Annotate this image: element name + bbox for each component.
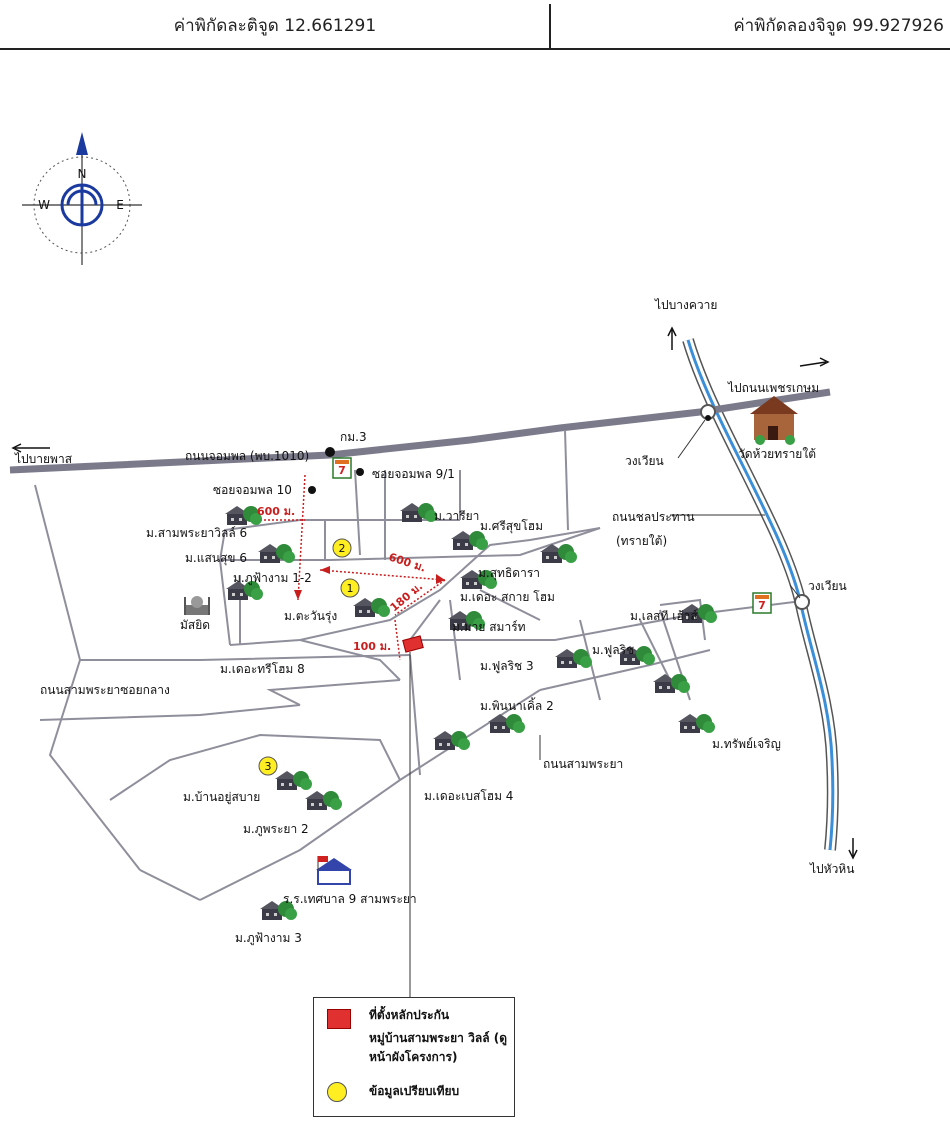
- roundabout-point-icon: [705, 415, 711, 421]
- village-icon: [555, 649, 592, 668]
- distance-100: 100 ม.: [353, 640, 391, 653]
- label-to-hua-hin: ไปหัวหิน: [809, 862, 854, 876]
- legend-comparable-swatch: [327, 1082, 347, 1102]
- label-m-srisuk-home: ม.ศรีสุขโฮม: [480, 519, 543, 534]
- label-soi-chomphon-9-1: ซอยจอมพล 9/1: [372, 467, 455, 481]
- label-m-full-rich: ม.ฟูลริช: [592, 643, 634, 658]
- village-icon: [451, 531, 488, 550]
- label-school: ร.ร.เทศบาล 9 สามพระยา: [283, 892, 417, 906]
- mosque-icon: [184, 596, 210, 615]
- svg-text:2: 2: [339, 542, 346, 555]
- svg-text:3: 3: [265, 760, 272, 773]
- seven-eleven-icon: [332, 457, 352, 479]
- village-icon: [400, 503, 437, 522]
- compass-west-label: W: [38, 198, 50, 212]
- compass-north-label: N: [78, 167, 87, 181]
- label-mosque: มัสยิด: [180, 618, 210, 632]
- legend-project-label: หมู่บ้านสามพระยา วิลล์ (ดูหน้าผังโครงการ…: [369, 1031, 507, 1064]
- arrow-right-icon: [799, 361, 827, 367]
- label-m-phufangam-3: ม.ภูฟ้างาม 3: [235, 931, 302, 946]
- temple-icon: [750, 396, 798, 445]
- north-arrow-icon: [76, 132, 88, 155]
- label-road-chomphon: ถนนจอมพล (พบ.1010): [185, 449, 309, 463]
- map-legend: ที่ตั้งหลักประกัน หมู่บ้านสามพระยา วิลล์…: [313, 997, 515, 1117]
- seven-eleven-icon: [752, 592, 772, 614]
- soi-point-icon: [356, 468, 364, 476]
- header-divider: [549, 4, 551, 48]
- latitude-value: ค่าพิกัดละติจูด 12.661291: [173, 16, 377, 36]
- label-m-my-smart: ม.มาย สมาร์ท: [452, 620, 526, 634]
- label-m-the-sky-home: ม.เดอะ สกาย โฮม: [460, 590, 555, 604]
- direction-arrows: [11, 326, 858, 860]
- soi-point-icon: [308, 486, 316, 494]
- roundabout-icon: [794, 594, 810, 610]
- school-icon: [316, 856, 352, 885]
- road-network: [34, 429, 811, 901]
- label-m-the-best-home-4: ม.เดอะเบสโฮม 4: [424, 789, 513, 803]
- label-road-sampraya: ถนนสามพระยา: [543, 757, 623, 771]
- label-to-bang-khwai: ไปบางควาย: [654, 298, 717, 312]
- label-m-sampraya-villa-6: ม.สามพระยาวิลล์ 6: [146, 526, 247, 540]
- village-icon: [653, 674, 690, 693]
- label-wongwian-2: วงเวียน: [808, 579, 847, 593]
- label-m-waraya: ม.วารียา: [434, 509, 479, 523]
- village-icon: [353, 598, 390, 617]
- coordinate-header: ค่าพิกัดละติจูด 12.661291 ค่าพิกัดลองจิจ…: [0, 0, 950, 50]
- village-icon: [305, 791, 342, 810]
- compass-rose-icon: N W E: [22, 132, 142, 265]
- distance-arrowheads: [294, 566, 445, 600]
- label-m-sapcharoen: ม.ทรัพย์เจริญ: [712, 737, 781, 751]
- label-m-full-rich-3: ม.ฟูลริช 3: [480, 659, 534, 674]
- legend-collateral-label: ที่ตั้งหลักประกัน: [369, 1008, 450, 1022]
- legend-comparable-label: ข้อมูลเปรียบเทียบ: [369, 1084, 460, 1098]
- label-wat-huai-sai-tai: วัดห้วยทรายใต้: [738, 447, 816, 461]
- label-m-tawanrung: ม.ตะวันรุ่ง: [284, 609, 337, 624]
- label-to-phetkasem: ไปถนนเพชรเกษม: [727, 381, 819, 395]
- label-soi-chomphon-10: ซอยจอมพล 10: [213, 483, 292, 497]
- label-road-sampraya-soi-klang: ถนนสามพระยาซอยกลาง: [40, 683, 170, 697]
- label-m-the-tree-home-8: ม.เดอะทรีโฮม 8: [220, 662, 305, 676]
- label-wongwian-1: วงเวียน: [625, 454, 664, 468]
- village-icon: [488, 714, 525, 733]
- leader-lines: [539, 419, 801, 760]
- comparable-marker-2[interactable]: 2: [332, 538, 352, 558]
- label-m-pinnacle-2: ม.พินนาเคิ้ล 2: [480, 697, 554, 713]
- label-m-saensuk-6: ม.แสนสุข 6: [185, 551, 247, 566]
- comparable-marker-3[interactable]: 3: [258, 756, 278, 776]
- label-m-phufangam-1-2: ม.ภูฟ้างาม 1-2: [233, 571, 312, 586]
- svg-text:1: 1: [347, 582, 354, 595]
- label-m-lesthe-house: ม.เลสที เฮ้าส์: [630, 609, 698, 623]
- collateral-marker[interactable]: [402, 635, 424, 997]
- distance-600-west: 600 ม.: [257, 505, 295, 518]
- distance-600-east: 600 ม.: [387, 550, 427, 574]
- label-m-suthidara: ม.สุทธิดารา: [478, 566, 540, 581]
- label-road-chonprathan-sub: (ทรายใต้): [616, 534, 667, 548]
- village-icon: [678, 714, 715, 733]
- compass-east-label: E: [116, 198, 124, 212]
- longitude-value: ค่าพิกัดลองจิจูด 99.927926: [733, 16, 944, 36]
- village-icon: [258, 544, 295, 563]
- label-m-ban-yu-sabai: ม.บ้านอยู่สบาย: [183, 790, 260, 805]
- label-km3: กม.3: [340, 430, 367, 444]
- label-to-bai-phat: ไปบายพาส: [14, 452, 73, 466]
- label-road-chonprathan: ถนนชลประทาน: [612, 510, 695, 524]
- village-icon: [433, 731, 470, 750]
- main-road-chomphon: [9, 388, 831, 474]
- comparable-marker-1[interactable]: 1: [340, 578, 360, 598]
- legend-collateral-swatch: [327, 1009, 351, 1029]
- km3-point-icon: [325, 447, 335, 457]
- label-m-phupraya-2: ม.ภูพระยา 2: [243, 822, 309, 837]
- village-icon: [275, 771, 312, 790]
